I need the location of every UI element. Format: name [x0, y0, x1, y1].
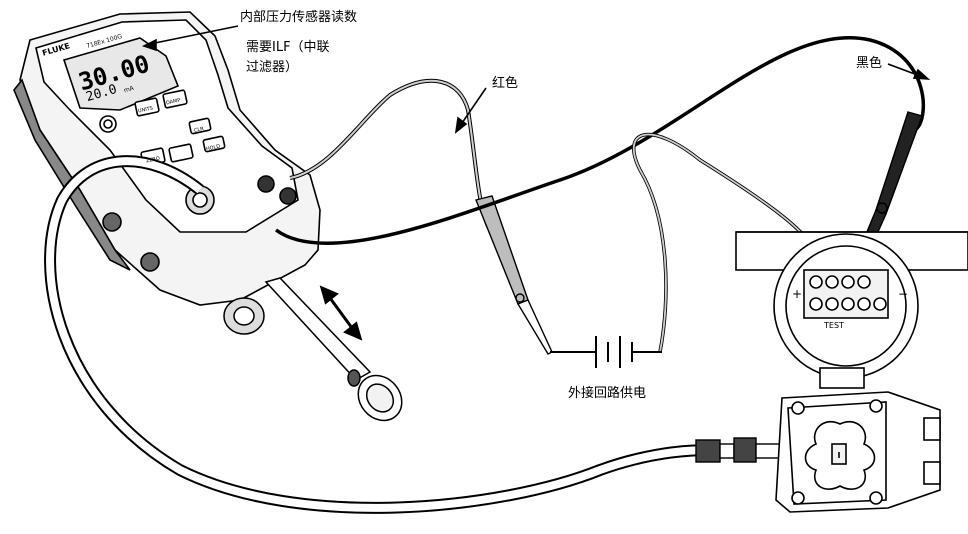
terminal-plus-label: +: [792, 287, 803, 301]
black-test-lead: [274, 36, 926, 246]
callout-lines: [141, 25, 931, 134]
loop-power-label: 外接回路供电: [568, 386, 647, 401]
ilf-label-line1: 需要ILF（中联: [246, 40, 330, 55]
pump-direction-arrow: [319, 285, 363, 341]
terminal-test-label: TEST: [824, 321, 844, 330]
pressure-calibrator: [13, 11, 321, 306]
hand-pump: [223, 277, 403, 422]
internal-sensor-label: 内部压力传感器读数: [240, 10, 358, 25]
loop-power-supply: [550, 336, 662, 368]
hose-fitting: [695, 437, 781, 463]
zero-button[interactable]: ZERO: [145, 155, 161, 165]
damp-button[interactable]: DAMP: [165, 97, 181, 107]
terminal-minus-label: −: [898, 287, 909, 301]
pressure-transmitter: [735, 231, 968, 513]
red-probe: [475, 195, 553, 355]
red-lead-label: 红色: [492, 76, 519, 91]
black-lead-label: 黑色: [856, 56, 883, 71]
units-button[interactable]: UNITS: [137, 105, 154, 115]
hold-button[interactable]: HOLD: [205, 143, 221, 153]
ilf-label-line2: 过滤器）: [246, 60, 299, 75]
